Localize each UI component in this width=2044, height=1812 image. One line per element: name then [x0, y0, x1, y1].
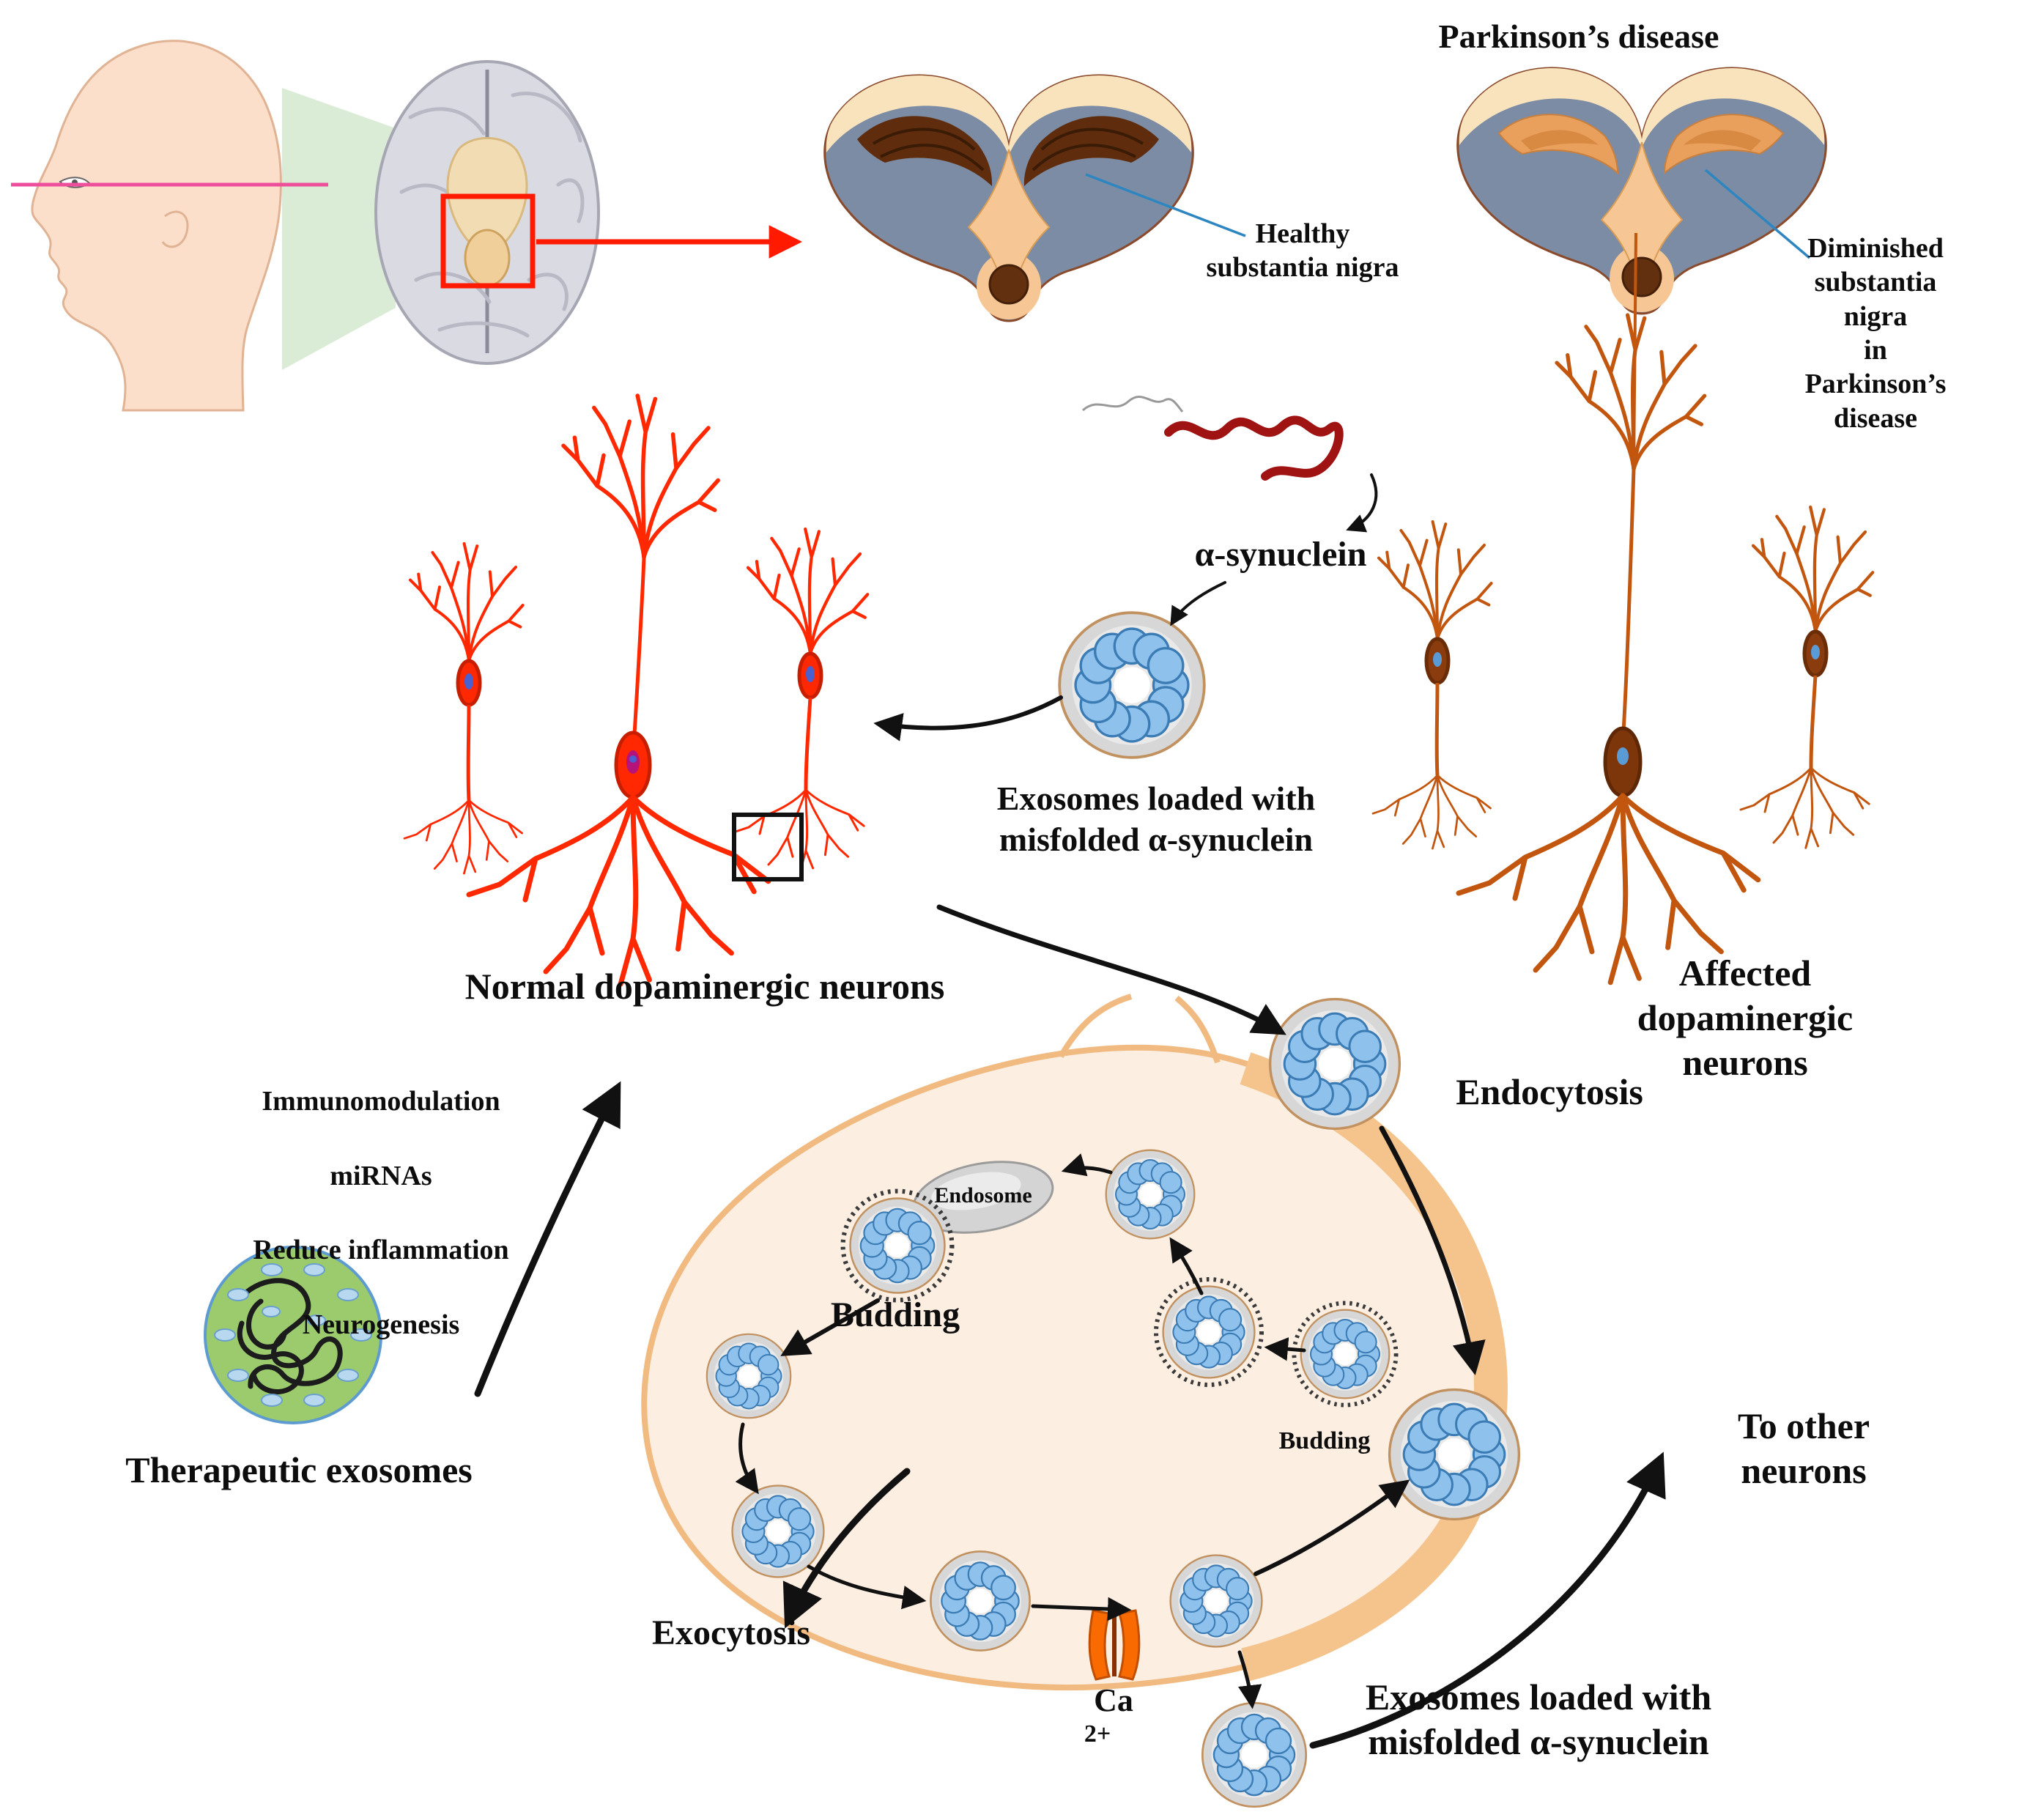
diminished-sn-label: Diminished substantia nigra in Parkinson…	[1804, 233, 1947, 434]
exosome-budding-membrane	[1388, 1388, 1521, 1521]
alpha-synuclein-label: α-synuclein	[1194, 535, 1367, 574]
arrow-to-other-neurons	[1309, 1452, 1666, 1749]
ca-channel	[1088, 1609, 1141, 1681]
effect-reduce-inflammation: Reduce inflammation	[253, 1235, 509, 1266]
normal-neurons-label: Normal dopaminergic neurons	[464, 966, 945, 1007]
alpha-synuclein-protein	[1081, 396, 1344, 481]
exosome-path-1	[706, 1333, 792, 1419]
green-beam	[282, 88, 396, 370]
terminal-membrane-band	[1240, 1052, 1508, 1682]
exosome-misfolded-source	[1058, 611, 1206, 759]
healthy-sn-label: Healthy substantia nigra	[1206, 218, 1399, 284]
exosome-path-3	[930, 1550, 1031, 1652]
effect-neurogenesis: Neurogenesis	[302, 1309, 460, 1340]
exosome-path-2	[731, 1484, 825, 1578]
healthy-sn-pointer-line	[1085, 173, 1246, 237]
affected-neurons	[1371, 232, 1873, 983]
endocytosis-label: Endocytosis	[1456, 1071, 1643, 1112]
effect-mirnas: miRNAs	[330, 1160, 432, 1191]
ear-icon	[161, 210, 189, 248]
arrow-to-endosome	[1061, 1153, 1113, 1177]
exosome-path-4	[1169, 1554, 1263, 1648]
synapse-roi-box	[732, 813, 804, 881]
arrow-endocytosis-to-membrane	[1379, 1125, 1486, 1375]
endosome-label: Endosome	[934, 1183, 1032, 1208]
arrow-membrane-coat-left	[1264, 1336, 1306, 1361]
arrow-budding-down	[780, 1298, 880, 1356]
endosome	[912, 1161, 1054, 1234]
brain-axial-view	[374, 60, 600, 365]
midbrain-parkinsons	[1456, 67, 1827, 315]
exosomes-misfolded-center-label: Exosomes loaded with misfolded α-synucle…	[996, 780, 1316, 859]
arrow-release-down	[1237, 1650, 1262, 1709]
arrow-label-to-exosome	[1170, 581, 1226, 626]
exosome-endocytosis	[1268, 997, 1401, 1131]
substantia-nigra-diminished	[1497, 114, 1785, 175]
parkinsons-disease-title: Parkinson’s disease	[1438, 18, 1719, 55]
arrow-path-down	[735, 1422, 759, 1495]
effect-immunomodulation: Immunomodulation	[262, 1086, 500, 1117]
arrow-protein-to-label	[1346, 473, 1378, 533]
substantia-nigra-healthy	[857, 116, 1159, 186]
to-other-neurons-label: To other neurons	[1737, 1405, 1870, 1491]
arrow-exocytosis	[782, 1468, 911, 1629]
arrow-exosome-to-neurons	[873, 695, 1063, 742]
mirna-tangle	[237, 1278, 343, 1394]
ca-label: Ca	[1094, 1682, 1133, 1718]
budding-label-2: Budding	[1278, 1427, 1371, 1454]
roi-box	[440, 193, 536, 289]
exosome-near-endosome	[1105, 1149, 1196, 1240]
arrow-therapeutic-to-neurons	[474, 1081, 621, 1397]
arrow-neurons-to-endocytosis	[936, 904, 1286, 1035]
head-profile	[31, 40, 282, 412]
exosomes-misfolded-bottom-label: Exosomes loaded with misfolded α-synucle…	[1365, 1676, 1712, 1762]
flow-arrows	[474, 473, 1666, 1749]
normal-neurons	[403, 396, 867, 984]
arrow-coated-up	[1169, 1237, 1204, 1295]
diminished-sn-pointer-line	[1704, 169, 1811, 259]
midbrain-healthy	[823, 74, 1194, 322]
affected-neurons-label: Affected dopaminergic neurons	[1637, 953, 1854, 1083]
exosome-released-bottom	[1201, 1701, 1308, 1808]
therapeutic-effects-list: Immunomodulation miRNAs Reduce inflammat…	[253, 1048, 508, 1379]
arrow-to-budding-site	[1254, 1479, 1410, 1576]
ca-superscript-label: 2+	[1084, 1720, 1111, 1748]
arrow-path-right	[807, 1564, 927, 1610]
therapeutic-exosomes-label: Therapeutic exosomes	[125, 1449, 473, 1490]
arrow-to-channel	[1031, 1597, 1132, 1621]
therapeutic-exosome	[204, 1246, 382, 1424]
budding-label-1: Budding	[830, 1295, 960, 1334]
exocytosis-label: Exocytosis	[652, 1613, 810, 1652]
